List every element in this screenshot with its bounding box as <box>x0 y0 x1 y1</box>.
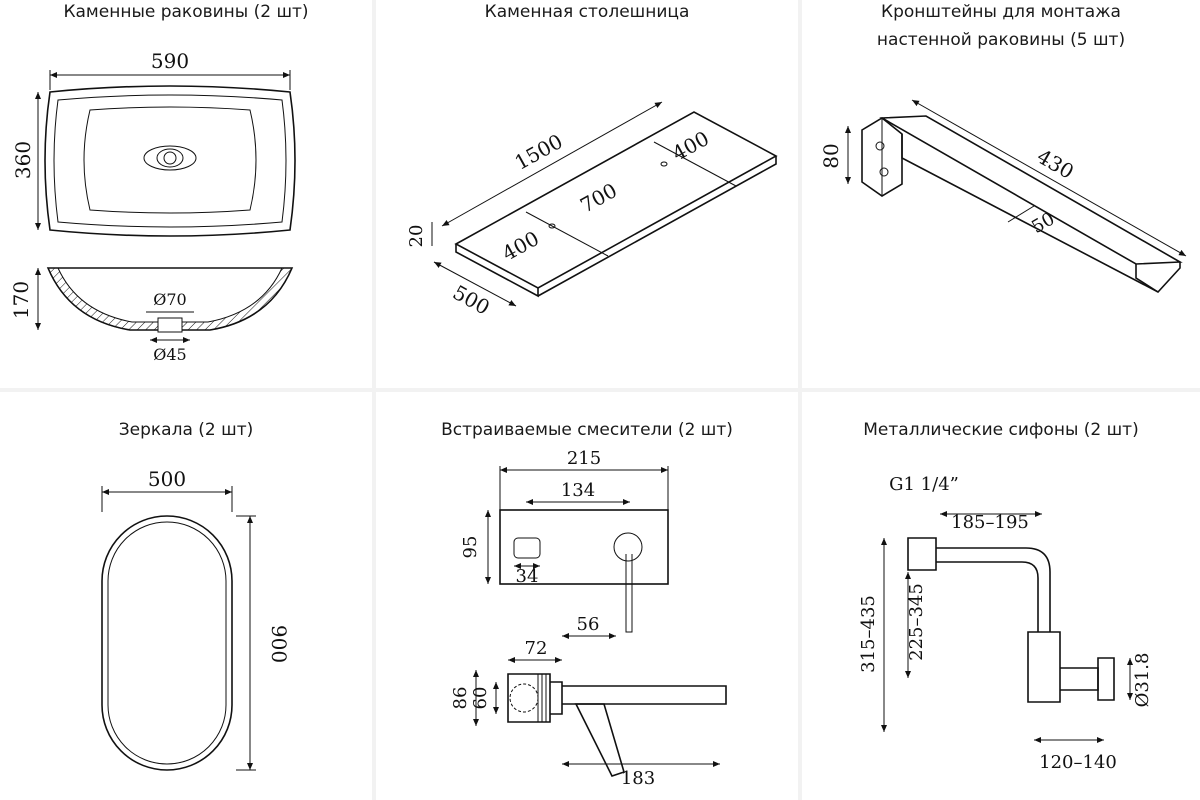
dim-mixer-height: 95 <box>460 536 481 559</box>
panel-brackets: Кронштейны для монтажа настенной раковин… <box>802 0 1200 388</box>
sink-bowl <box>83 106 257 214</box>
mirror-outline <box>101 515 233 771</box>
panel-title-line2: настенной раковины (5 шт) <box>876 30 1126 50</box>
mixer-cartridge <box>509 683 539 713</box>
panel-title: Встраиваемые смесители (2 шт) <box>441 420 733 440</box>
dim-mixer-56: 56 <box>577 614 600 635</box>
dim-bracket-width: 50 <box>1028 208 1058 238</box>
panel-title: Зеркала (2 шт) <box>118 420 254 440</box>
dim-siphon-horiz: 185–195 <box>951 512 1029 533</box>
panel-mixers: Встраиваемые смесители (2 шт) 215 134 95… <box>376 392 798 800</box>
bracket-drawing: 80 430 50 <box>819 99 1187 293</box>
mixer-plate <box>499 509 669 585</box>
sink-drawing: 590 360 170 Ø70 Ø45 <box>9 49 296 364</box>
panel-countertop: Каменная столешница 1500 500 20 400 700 … <box>376 0 798 388</box>
drain-icon <box>143 145 197 171</box>
dim-mirror-width: 500 <box>148 467 186 491</box>
dim-siphon-pipe: Ø31.8 <box>1132 653 1153 708</box>
dim-siphon-thread: G1 1/4” <box>889 474 959 495</box>
panel-title: Металлические сифоны (2 шт) <box>863 420 1139 440</box>
mirror-drawing: 500 900 <box>101 467 291 771</box>
countertop-drawing: 1500 500 20 400 700 400 <box>406 101 778 320</box>
dim-siphon-bottom: 120–140 <box>1039 752 1117 773</box>
siphon-inlet <box>907 537 937 571</box>
dim-siphon-h2: 225–345 <box>906 583 927 661</box>
dim-bracket-length: 430 <box>1033 144 1078 184</box>
dim-countertop-thickness: 20 <box>406 225 427 248</box>
dim-mixer-spout: 183 <box>621 768 655 789</box>
panel-mirrors: Зеркала (2 шт) 500 900 <box>0 392 372 800</box>
mixer-spout <box>562 685 727 705</box>
dim-sink-width: 590 <box>151 49 189 73</box>
dim-mixer-72: 72 <box>525 638 548 659</box>
dim-countertop-a: 400 <box>498 226 543 266</box>
panel-stone-sinks: Каменные раковины (2 шт) 590 360 170 Ø70 <box>0 0 372 388</box>
dim-mixer-60: 60 <box>470 687 491 710</box>
dim-mixer-knob: 34 <box>516 566 539 587</box>
bracket-arm <box>879 115 1183 265</box>
dim-countertop-b: 700 <box>576 178 621 218</box>
dim-mirror-height: 900 <box>267 625 291 663</box>
dim-sink-d70: Ø70 <box>153 290 186 309</box>
mixer-lever <box>574 703 625 777</box>
dim-sink-depth: 170 <box>9 281 33 319</box>
panel-siphons: Металлические сифоны (2 шт) 185–195 G1 1… <box>802 392 1200 800</box>
dim-countertop-width: 500 <box>449 280 494 320</box>
panel-title: Каменные раковины (2 шт) <box>63 2 309 22</box>
dim-mixer-86: 86 <box>450 687 471 710</box>
dim-sink-d45: Ø45 <box>153 345 186 364</box>
dim-mixer-inner: 134 <box>561 480 595 501</box>
mixer-drawing: 215 134 95 34 72 56 86 60 183 <box>450 448 727 789</box>
panel-title: Каменная столешница <box>484 2 690 22</box>
siphon-body <box>1027 631 1061 703</box>
sink-top-outline <box>44 85 296 237</box>
dim-bracket-height: 80 <box>819 143 843 168</box>
dim-sink-height: 360 <box>11 141 35 179</box>
dim-countertop-length: 1500 <box>511 129 567 175</box>
dim-siphon-h1: 315–435 <box>858 595 879 673</box>
siphon-drawing: 185–195 G1 1/4” 315–435 225–345 Ø31.8 12… <box>858 474 1153 773</box>
panel-title-line1: Кронштейны для монтажа <box>881 2 1121 22</box>
dim-countertop-c: 400 <box>668 126 713 166</box>
dim-mixer-width: 215 <box>567 448 601 469</box>
